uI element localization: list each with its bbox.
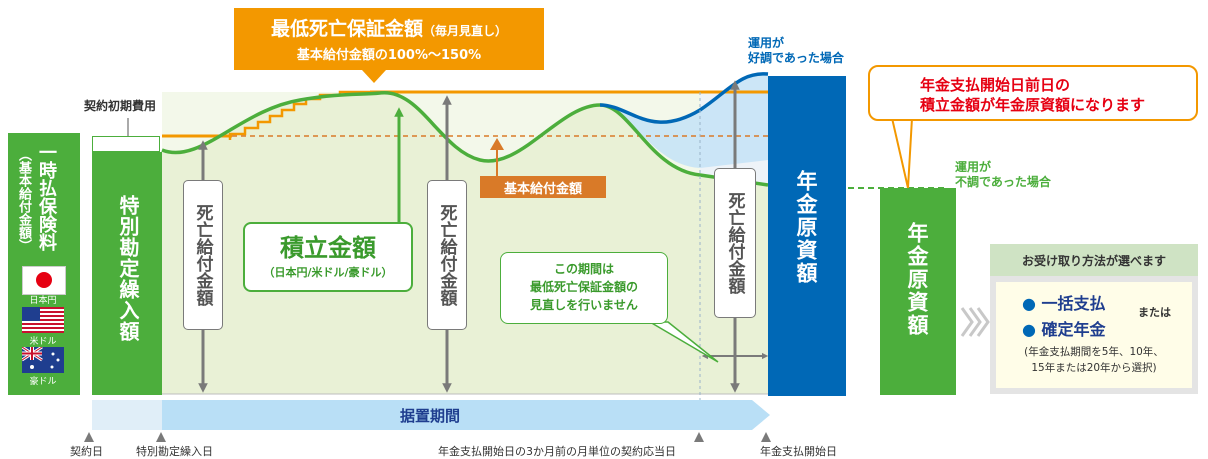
au-flag-icon xyxy=(22,347,64,373)
deferral-period-bar xyxy=(92,400,770,430)
initial-cost-label: 契約初期費用 xyxy=(84,99,157,113)
annuity-principal-good-box xyxy=(768,76,846,396)
death-benefit-box-3: 死亡給付金額 xyxy=(714,168,756,318)
option-lump-sum: ● 一括支払 xyxy=(1022,294,1106,313)
single-premium-title: 一時払保険料 xyxy=(36,143,57,251)
callout-box xyxy=(868,65,1198,121)
initial-cost-box xyxy=(92,136,160,152)
callout-line1: 年金支払開始日前日の xyxy=(920,76,1071,94)
accumulated-subtitle: （日本円/米ドル/豪ドル） xyxy=(263,266,393,279)
annuity-principal-poor-label: 年金原資額 xyxy=(905,222,929,337)
payout-options-header: お受け取り方法が選べます xyxy=(1021,254,1166,268)
death-benefit-box-2: 死亡給付金額 xyxy=(427,180,467,330)
death-benefit-box-1: 死亡給付金額 xyxy=(183,180,223,330)
accumulated-box xyxy=(243,222,413,292)
option-note-line2: 15年または20年から選択) xyxy=(1031,362,1157,374)
currency-label-jpy: 日本円 xyxy=(29,296,57,306)
death-benefit-label-2: 死亡給付金額 xyxy=(436,204,457,306)
good-performance-area xyxy=(600,73,768,168)
timeline-contract-date: 契約日 xyxy=(70,445,103,458)
no-review-line1: この期間は xyxy=(553,262,614,276)
timeline-start-date: 年金支払開始日 xyxy=(760,445,837,458)
good-performance-label: 運用が 好調であった場合 xyxy=(748,36,844,66)
special-account-box xyxy=(92,152,162,395)
good-performance-line1: 運用が xyxy=(748,36,785,50)
payout-options-body xyxy=(996,282,1192,388)
no-review-note xyxy=(500,252,668,324)
accumulated-title: 積立金額 xyxy=(280,234,376,262)
no-review-line3: 見直しを行いません xyxy=(530,298,638,312)
us-flag-icon xyxy=(22,307,64,333)
min-death-title-note: （毎月見直し） xyxy=(423,24,508,38)
poor-performance-label: 運用が 不調であった場合 xyxy=(955,160,1051,190)
poor-performance-line1: 運用が xyxy=(955,160,992,174)
basic-benefit-label: 基本給付金額 xyxy=(480,176,606,198)
deferral-period-label: 据置期間 xyxy=(399,407,460,425)
no-review-line2: 最低死亡保証金額の xyxy=(529,280,638,294)
min-death-subtitle: 基本給付金額の100%～150% xyxy=(296,48,482,63)
min-death-steps xyxy=(228,90,370,140)
poor-performance-line2: 不調であった場合 xyxy=(955,175,1051,189)
timeline-three-month-date: 年金支払開始日の3か月前の月単位の契約応当日 xyxy=(438,445,676,458)
payout-options-header-bg xyxy=(990,244,1198,276)
min-death-banner xyxy=(234,8,544,70)
death-benefit-label-1: 死亡給付金額 xyxy=(192,204,213,306)
annuity-principal-good-label: 年金原資額 xyxy=(794,170,818,285)
single-premium-subtitle: （基本給付金額） xyxy=(16,148,31,252)
annuity-principal-poor-box xyxy=(880,188,956,395)
good-performance-line2: 好調であった場合 xyxy=(748,51,844,65)
timeline-special-date: 特別勘定繰入日 xyxy=(136,445,213,458)
option-note: (年金支払期間を5年、10年、 15年または20年から選択) xyxy=(996,344,1192,376)
callout-line2: 積立金額が年金原資額になります xyxy=(920,96,1146,114)
option-fixed-annuity: ● 確定年金 xyxy=(1022,320,1106,339)
option-note-line1: (年金支払期間を5年、10年、 xyxy=(1024,346,1164,358)
death-benefit-label-3: 死亡給付金額 xyxy=(724,192,745,294)
jp-flag-icon xyxy=(22,266,66,295)
min-death-title: 最低死亡保証金額 xyxy=(270,18,423,40)
option-lump-sum-label: 一括支払 xyxy=(1041,294,1106,313)
currency-label-aud: 豪ドル xyxy=(29,377,57,387)
option-fixed-annuity-label: 確定年金 xyxy=(1041,320,1106,339)
special-account-label: 特別勘定繰入額 xyxy=(116,195,140,342)
currency-label-usd: 米ドル xyxy=(29,337,57,347)
option-or: または xyxy=(1138,306,1171,319)
